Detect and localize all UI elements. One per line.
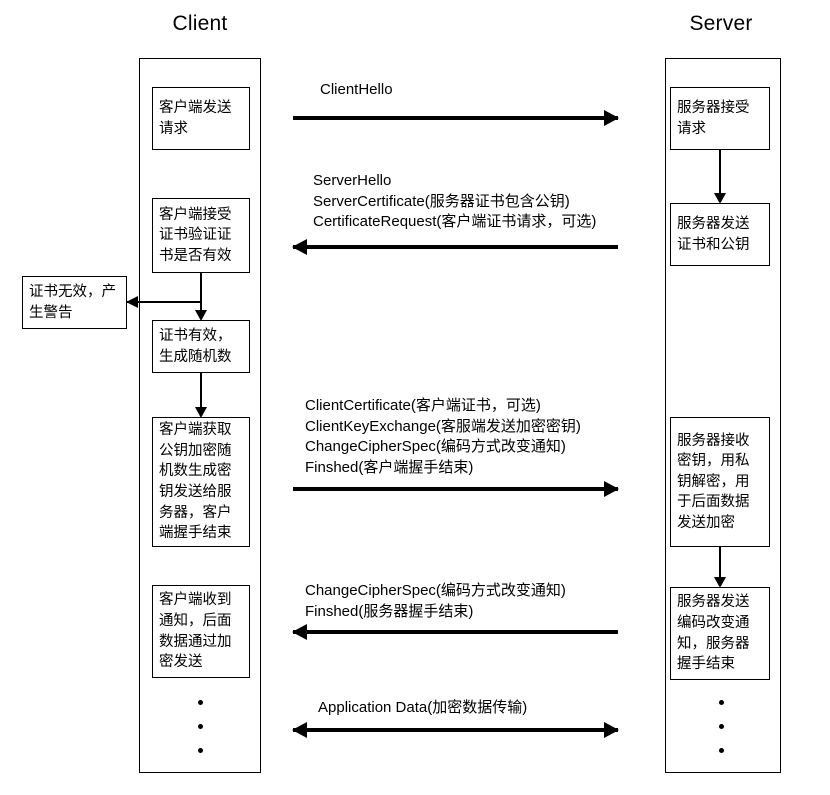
verify-to-valid-connector xyxy=(194,273,208,321)
message-client-hello-label: ClientHello xyxy=(320,80,393,101)
message-client-key-exchange-arrow xyxy=(293,481,619,497)
message-server-finished-label: ChangeCipherSpec(编码方式改变通知) Finshed(服务器握手… xyxy=(305,581,566,622)
client-step-encrypt-key: 客户端获取公钥加密随机数生成密钥发送给服务器，客户端握手结束 xyxy=(152,417,250,547)
server-step-send-cert-label: 服务器发送证书和公钥 xyxy=(677,215,750,253)
message-server-finished-line-0: ChangeCipherSpec(编码方式改变通知) xyxy=(305,582,566,599)
client-ellipsis xyxy=(198,700,203,760)
message-server-finished-line-1: Finshed(服务器握手结束) xyxy=(305,602,474,620)
client-lane-title: Client xyxy=(172,12,228,35)
message-server-hello-line-1: ServerCertificate(服务器证书包含公钥) xyxy=(313,192,570,210)
message-server-hello-line-0: ServerHello xyxy=(313,172,392,189)
server-step-accept-request-label: 服务器接受请求 xyxy=(677,99,750,137)
message-server-hello-arrow xyxy=(292,239,618,255)
message-application-data-label: Application Data(加密数据传输) xyxy=(318,698,527,719)
client-step-receive-notice-label: 客户端收到通知，后面数据通过加密发送 xyxy=(159,592,232,671)
server-ellipsis xyxy=(719,700,724,760)
message-client-key-exchange-line-0: ClientCertificate(客户端证书，可选) xyxy=(305,397,541,414)
server-step-receive-key: 服务器接收密钥，用私钥解密，用于后面数据发送加密 xyxy=(670,417,770,547)
client-step-cert-valid-label: 证书有效，生成随机数 xyxy=(159,327,232,365)
client-step-verify-cert: 客户端接受证书验证证书是否有效 xyxy=(152,198,250,273)
message-application-data-arrow xyxy=(292,722,619,738)
server-receive-to-send-connector xyxy=(713,547,727,588)
message-client-hello-line-0: ClientHello xyxy=(320,81,393,98)
message-client-key-exchange-line-2: ChangeCipherSpec(编码方式改变通知) xyxy=(305,438,566,456)
client-step-send-request-label: 客户端发送请求 xyxy=(159,99,232,137)
server-lane-title: Server xyxy=(689,12,753,35)
message-server-hello-label: ServerHello ServerCertificate(服务器证书包含公钥)… xyxy=(313,171,596,233)
message-client-key-exchange-line-1: ClientKeyExchange(客服端发送加密密钥) xyxy=(305,417,581,435)
message-client-key-exchange-label: ClientCertificate(客户端证书，可选) ClientKeyExc… xyxy=(305,396,581,479)
message-server-hello-line-2: CertificateRequest(客户端证书请求，可选) xyxy=(313,213,597,231)
valid-to-encrypt-connector xyxy=(194,373,208,418)
client-step-receive-notice: 客户端收到通知，后面数据通过加密发送 xyxy=(152,585,250,678)
server-step-send-changecipher-label: 服务器发送编码改变通知，服务器握手结束 xyxy=(677,594,750,673)
message-server-finished-arrow xyxy=(292,624,618,640)
message-client-key-exchange-line-3: Finshed(客户端握手结束) xyxy=(305,459,474,477)
message-application-data-line-0: Application Data(加密数据传输) xyxy=(318,699,528,716)
server-step-receive-key-label: 服务器接收密钥，用私钥解密，用于后面数据发送加密 xyxy=(677,432,750,531)
client-step-send-request: 客户端发送请求 xyxy=(152,87,250,150)
client-step-encrypt-key-label: 客户端获取公钥加密随机数生成密钥发送给服务器，客户端握手结束 xyxy=(159,422,232,542)
server-step-accept-request: 服务器接受请求 xyxy=(670,87,770,150)
server-step-send-changecipher: 服务器发送编码改变通知，服务器握手结束 xyxy=(670,587,770,680)
server-step-send-cert: 服务器发送证书和公钥 xyxy=(670,203,770,266)
client-step-cert-valid: 证书有效，生成随机数 xyxy=(152,320,250,373)
server-accept-to-send-connector xyxy=(713,150,727,204)
invalid-branch-arrow xyxy=(126,294,201,310)
client-step-cert-invalid: 证书无效，产生警告 xyxy=(22,276,127,329)
message-client-hello-arrow xyxy=(293,110,619,126)
client-step-verify-cert-label: 客户端接受证书验证证书是否有效 xyxy=(159,206,232,264)
client-step-cert-invalid-label: 证书无效，产生警告 xyxy=(29,283,116,321)
